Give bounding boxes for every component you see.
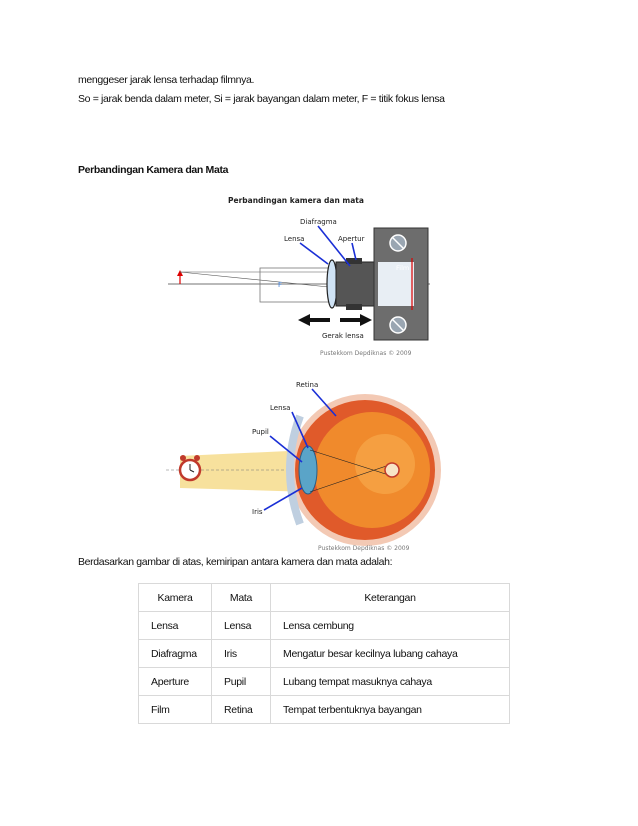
cell-keterangan: Lubang tempat masuknya cahaya xyxy=(270,667,510,696)
apertur-label: Apertur xyxy=(338,235,365,243)
table-row: Diafragma Iris Mengatur besar kecilnya l… xyxy=(138,639,510,668)
cell-mata: Iris xyxy=(211,639,271,668)
eye-lensa-label: Lensa xyxy=(270,404,290,412)
intro-text: Berdasarkan gambar di atas, kemiripan an… xyxy=(78,556,393,568)
camera-credit: Pustekkom Depdiknas © 2009 xyxy=(320,350,412,357)
header-kamera: Kamera xyxy=(138,583,212,612)
header-mata: Mata xyxy=(211,583,271,612)
table-header-row: Kamera Mata Keterangan xyxy=(138,583,510,612)
text-line-2: So = jarak benda dalam meter, Si = jarak… xyxy=(78,93,445,105)
retina-label: Retina xyxy=(296,381,318,389)
lensa-label: Lensa xyxy=(284,235,304,243)
section-heading: Perbandingan Kamera dan Mata xyxy=(78,164,229,176)
table-row: Lensa Lensa Lensa cembung xyxy=(138,611,510,640)
header-keterangan: Keterangan xyxy=(270,583,510,612)
comparison-table: Kamera Mata Keterangan Lensa Lensa Lensa… xyxy=(138,583,510,724)
cell-mata: Pupil xyxy=(211,667,271,696)
eye-credit: Pustekkom Depdiknas © 2009 xyxy=(318,545,410,552)
film-label: Film xyxy=(396,264,409,272)
table-row: Aperture Pupil Lubang tempat masuknya ca… xyxy=(138,667,510,696)
cell-mata: Retina xyxy=(211,695,271,724)
cell-kamera: Film xyxy=(138,695,212,724)
cell-kamera: Aperture xyxy=(138,667,212,696)
diafragma-label: Diafragma xyxy=(300,218,337,226)
camera-diagram: Perbandingan kamera dan mata F Film Diaf… xyxy=(168,196,430,357)
cell-keterangan: Tempat terbentuknya bayangan xyxy=(270,695,510,724)
cell-keterangan: Lensa cembung xyxy=(270,611,510,640)
cell-kamera: Diafragma xyxy=(138,639,212,668)
gerak-lensa-label: Gerak lensa xyxy=(322,332,364,340)
cell-keterangan: Mengatur besar kecilnya lubang cahaya xyxy=(270,639,510,668)
cell-kamera: Lensa xyxy=(138,611,212,640)
text-line-1: menggeser jarak lensa terhadap filmnya. xyxy=(78,74,255,86)
eye-diagram: Retina Lensa Pupil Iris Pustekkom Depdik… xyxy=(166,381,441,552)
camera-figure-title: Perbandingan kamera dan mata xyxy=(228,196,364,205)
table-row: Film Retina Tempat terbentuknya bayangan xyxy=(138,695,510,724)
pupil-label: Pupil xyxy=(252,428,269,436)
focus-label: F xyxy=(278,281,282,289)
iris-label: Iris xyxy=(252,508,263,516)
cell-mata: Lensa xyxy=(211,611,271,640)
